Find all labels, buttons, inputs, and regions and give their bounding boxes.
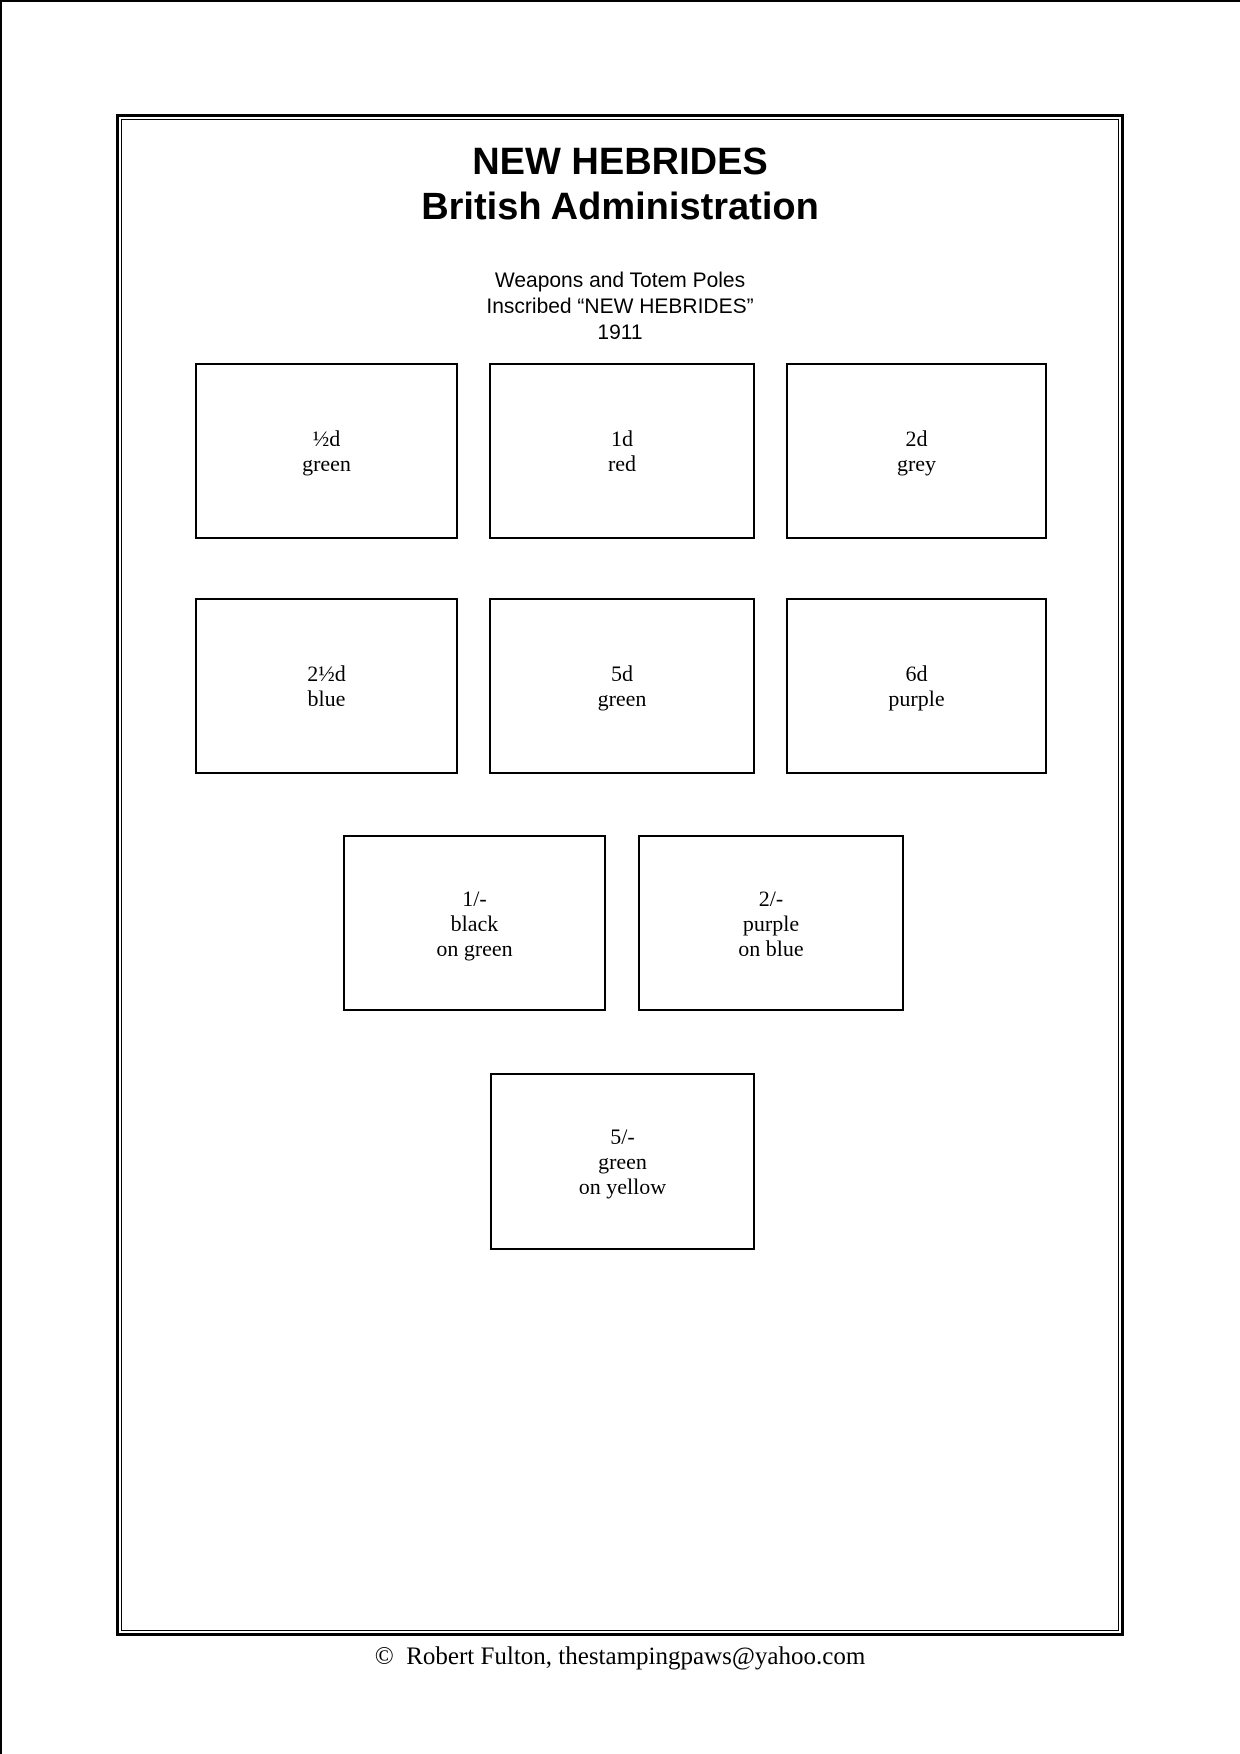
stamp-denomination: 1/- <box>462 885 487 911</box>
copyright-footer: © Robert Fulton, thestampingpaws@yahoo.c… <box>0 1643 1240 1671</box>
stamp-denomination: 6d <box>905 661 928 686</box>
page-border-frame <box>116 114 1124 1636</box>
page-border-frame-inner <box>121 119 1119 1631</box>
series-name: Weapons and Totem Poles <box>494 269 746 292</box>
stamp-box: 2/- purple on blue <box>638 835 904 1011</box>
page-title: NEW HEBRIDES British Administration <box>116 140 1124 230</box>
stamp-color: green <box>597 686 647 711</box>
stamp-label: 2/- purple on blue <box>738 886 803 961</box>
stamp-color: purple <box>888 686 945 711</box>
stamp-label: 6d purple <box>888 661 944 711</box>
stamp-denomination: 2½d <box>307 661 346 686</box>
stamp-denomination: ½d <box>312 426 341 451</box>
stamp-color: black <box>450 910 499 936</box>
stamp-color: green <box>302 451 351 476</box>
stamp-denomination: 2d <box>905 426 928 451</box>
stamp-color: blue <box>307 686 346 711</box>
stamp-box: 5d green <box>489 598 755 774</box>
copyright-text: © Robert Fulton, thestampingpaws@yahoo.c… <box>374 1643 866 1670</box>
stamp-color: green <box>598 1149 647 1174</box>
stamp-label: 1/- black on green <box>436 886 512 961</box>
stamp-box: 6d purple <box>786 598 1047 774</box>
stamp-label: 2½d blue <box>307 661 346 711</box>
page-title-line2: British Administration <box>421 186 819 228</box>
stamp-box: 2d grey <box>786 363 1047 539</box>
series-year: 1911 <box>597 321 643 344</box>
stamp-box: 2½d blue <box>195 598 458 774</box>
stamp-box: 1/- black on green <box>343 835 606 1011</box>
stamp-box: 5/- green on yellow <box>490 1073 755 1250</box>
stamp-label: 5d green <box>598 661 647 711</box>
series-description: Weapons and Totem Poles Inscribed “NEW H… <box>116 268 1124 346</box>
stamp-color: purple <box>742 910 800 936</box>
stamp-color-surface: on blue <box>738 935 804 961</box>
stamp-box: 1d red <box>489 363 755 539</box>
stamp-label: 5/- green on yellow <box>579 1124 666 1199</box>
stamp-label: 2d grey <box>897 426 936 476</box>
stamp-box: ½d green <box>195 363 458 539</box>
stamp-denomination: 5/- <box>610 1124 635 1149</box>
series-inscription: Inscribed “NEW HEBRIDES” <box>486 295 754 318</box>
stamp-color-surface: on green <box>436 935 513 961</box>
page-edge-line-top <box>0 0 1240 2</box>
page-title-line1: NEW HEBRIDES <box>472 141 768 183</box>
stamp-denomination: 1d <box>611 426 633 451</box>
stamp-denomination: 2/- <box>758 885 784 911</box>
stamp-denomination: 5d <box>610 661 633 686</box>
stamp-color-surface: on yellow <box>578 1174 667 1199</box>
stamp-color: red <box>607 451 637 476</box>
stamp-color: grey <box>896 451 937 476</box>
page-edge-line-left <box>0 0 2 1754</box>
stamp-label: ½d green <box>302 426 351 476</box>
stamp-label: 1d red <box>608 426 636 476</box>
